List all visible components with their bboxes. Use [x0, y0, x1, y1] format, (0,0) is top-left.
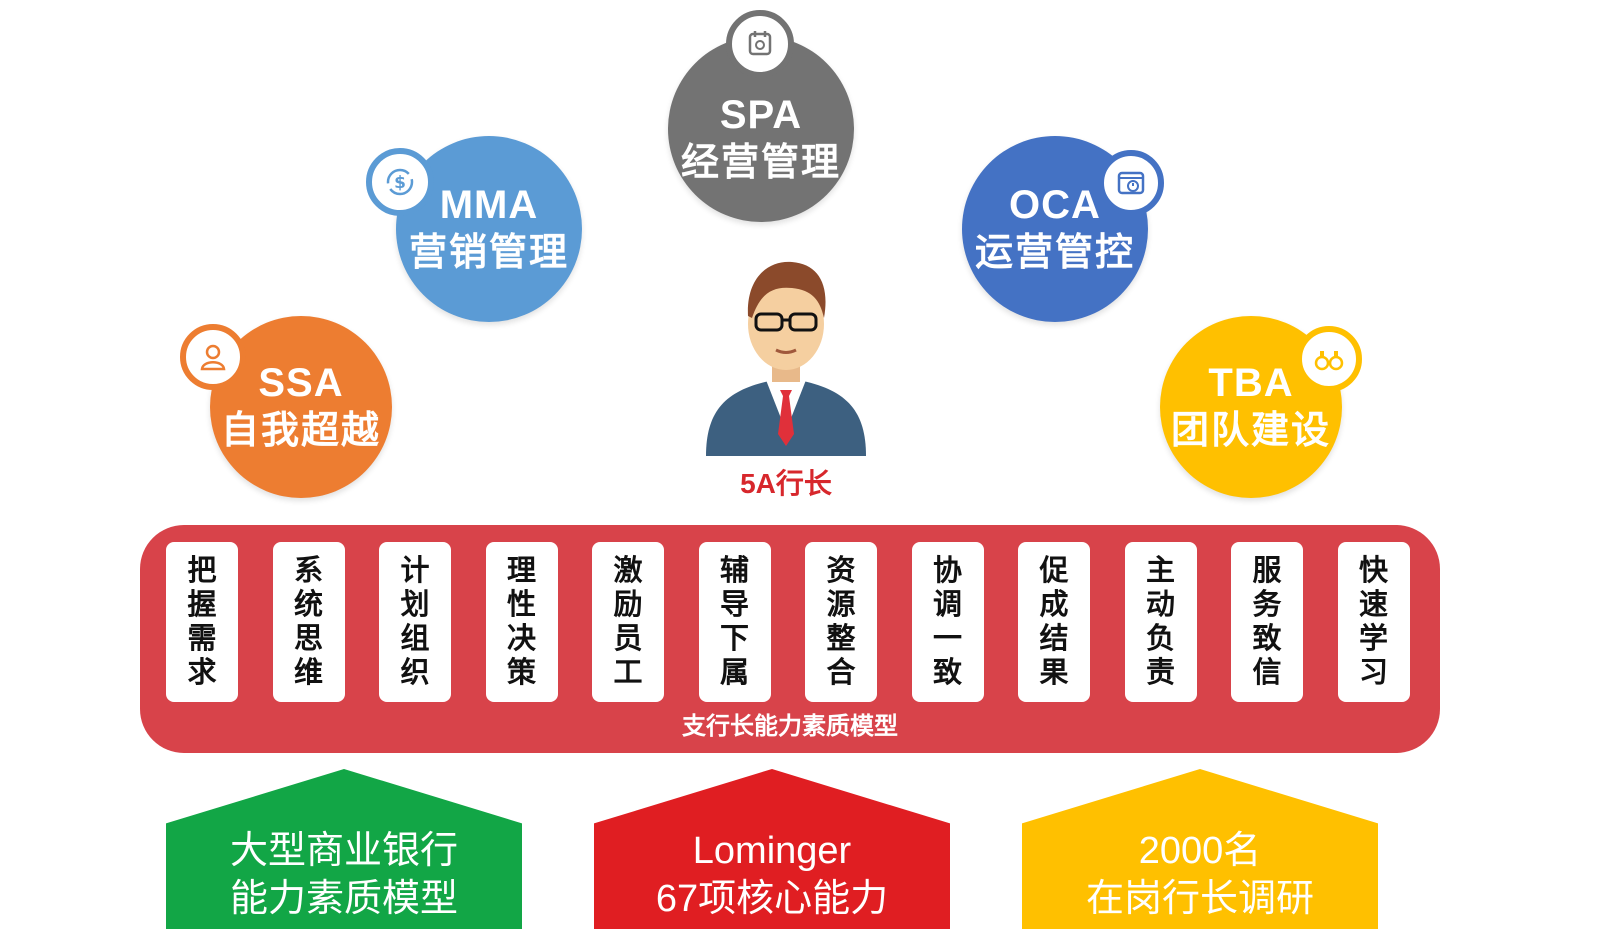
competency-card-char: 习 [1358, 657, 1388, 689]
competency-card-char: 资 [826, 555, 856, 587]
base-banking-model: 大型商业银行 能力素质模型 [166, 769, 522, 929]
competency-card-char: 思 [293, 623, 323, 655]
competency-card-char: 工 [613, 657, 643, 689]
base-survey-line1: 2000名 [1138, 830, 1262, 872]
competency-card-char: 速 [1358, 589, 1388, 621]
competency-card-char: 员 [613, 623, 643, 655]
competency-card-char: 果 [1039, 657, 1069, 689]
mma-code: MMA [439, 183, 539, 227]
competency-card-char: 计 [400, 555, 430, 587]
competency-card-char: 调 [932, 589, 962, 621]
svg-text:$: $ [394, 173, 406, 193]
competency-card-char: 把 [187, 555, 217, 587]
competency-card-char: 一 [932, 623, 962, 655]
oca-label: 运营管控 [974, 232, 1135, 274]
dollar-cycle-icon: $ [366, 148, 434, 216]
competency-card: 服务致信 [1231, 542, 1303, 702]
mma-label: 营销管理 [408, 232, 569, 274]
competency-card: 系统思维 [272, 542, 345, 702]
competency-card-char: 励 [613, 589, 643, 621]
clipboard-icon [726, 10, 794, 78]
competency-card-char: 织 [400, 657, 430, 689]
competency-card-char: 划 [400, 589, 430, 621]
competency-card-char: 握 [187, 589, 217, 621]
competency-card: 理性决策 [485, 542, 558, 702]
competency-band: 把握需求系统思维计划组织理性决策激励员工辅导下属资源整合协调一致促成结果主动负责… [140, 525, 1440, 753]
competency-card-char: 属 [719, 657, 749, 689]
competency-card-char: 整 [826, 623, 856, 655]
ssa-code: SSA [258, 361, 344, 405]
spa-code: SPA [719, 93, 803, 137]
competency-card-char: 责 [1145, 657, 1175, 689]
oca-code: OCA [1009, 183, 1101, 227]
competency-card: 把握需求 [166, 542, 238, 702]
base-survey: 2000名 在岗行长调研 [1022, 769, 1378, 929]
person-icon [180, 324, 246, 390]
competency-card-char: 负 [1145, 623, 1175, 655]
competency-card: 计划组织 [379, 542, 451, 702]
tba-code: TBA [1208, 361, 1294, 405]
ssa-circle: SSA 自我超越 [210, 316, 392, 498]
manager-avatar [706, 261, 866, 456]
competency-card: 快速学习 [1337, 542, 1410, 702]
competency-card-char: 促 [1039, 555, 1069, 587]
competency-card-char: 信 [1252, 657, 1282, 689]
competency-card-char: 源 [826, 589, 856, 621]
competency-card: 主动负责 [1124, 542, 1197, 702]
competency-card-char: 动 [1145, 589, 1175, 621]
band-title: 支行长能力素质模型 [682, 713, 898, 740]
competency-card-char: 成 [1039, 589, 1069, 621]
competency-card: 激励员工 [592, 542, 664, 702]
competency-card-char: 激 [613, 555, 643, 587]
competency-card-char: 协 [932, 555, 962, 587]
base-lominger-line1: Lominger [692, 830, 852, 872]
base-survey-line2: 在岗行长调研 [1085, 878, 1314, 920]
competency-card-char: 主 [1145, 555, 1175, 587]
competency-card-char: 求 [187, 657, 217, 689]
competency-card: 促成结果 [1018, 542, 1090, 702]
competency-card-char: 维 [293, 657, 323, 689]
competency-card-char: 性 [506, 589, 536, 621]
competency-card-char: 策 [506, 657, 536, 689]
competency-card-char: 系 [293, 555, 323, 587]
spa-label: 经营管理 [680, 142, 841, 184]
calendar-clock-icon [1098, 150, 1164, 216]
base-lominger: Lominger 67项核心能力 [594, 769, 950, 929]
competency-card-char: 快 [1358, 555, 1388, 587]
binoculars-icon [1296, 326, 1362, 392]
competency-card-char: 理 [506, 555, 536, 587]
competency-card-char: 合 [826, 657, 856, 689]
center-caption: 5A行长 [740, 468, 832, 499]
competency-card-char: 统 [293, 589, 323, 621]
competency-card-char: 决 [506, 623, 536, 655]
base-banking-line1: 大型商业银行 [229, 830, 458, 872]
competency-card-char: 下 [719, 623, 749, 655]
base-lominger-line2: 67项核心能力 [655, 878, 889, 920]
competency-card-char: 务 [1252, 589, 1282, 621]
competency-card-char: 组 [400, 623, 430, 655]
tba-label: 团队建设 [1170, 410, 1331, 452]
competency-card: 协调一致 [911, 542, 984, 702]
competency-card: 辅导下属 [698, 542, 771, 702]
competency-card-char: 需 [187, 623, 217, 655]
ssa-label: 自我超越 [220, 410, 381, 452]
base-banking-line2: 能力素质模型 [229, 878, 458, 920]
competency-card-char: 导 [719, 589, 749, 621]
competency-card-char: 致 [932, 657, 962, 689]
competency-card-char: 服 [1252, 555, 1282, 587]
competency-card-char: 学 [1358, 623, 1388, 655]
competency-card-char: 结 [1039, 623, 1069, 655]
competency-card-char: 辅 [719, 555, 749, 587]
competency-card: 资源整合 [805, 542, 877, 702]
competency-card-char: 致 [1252, 623, 1282, 655]
